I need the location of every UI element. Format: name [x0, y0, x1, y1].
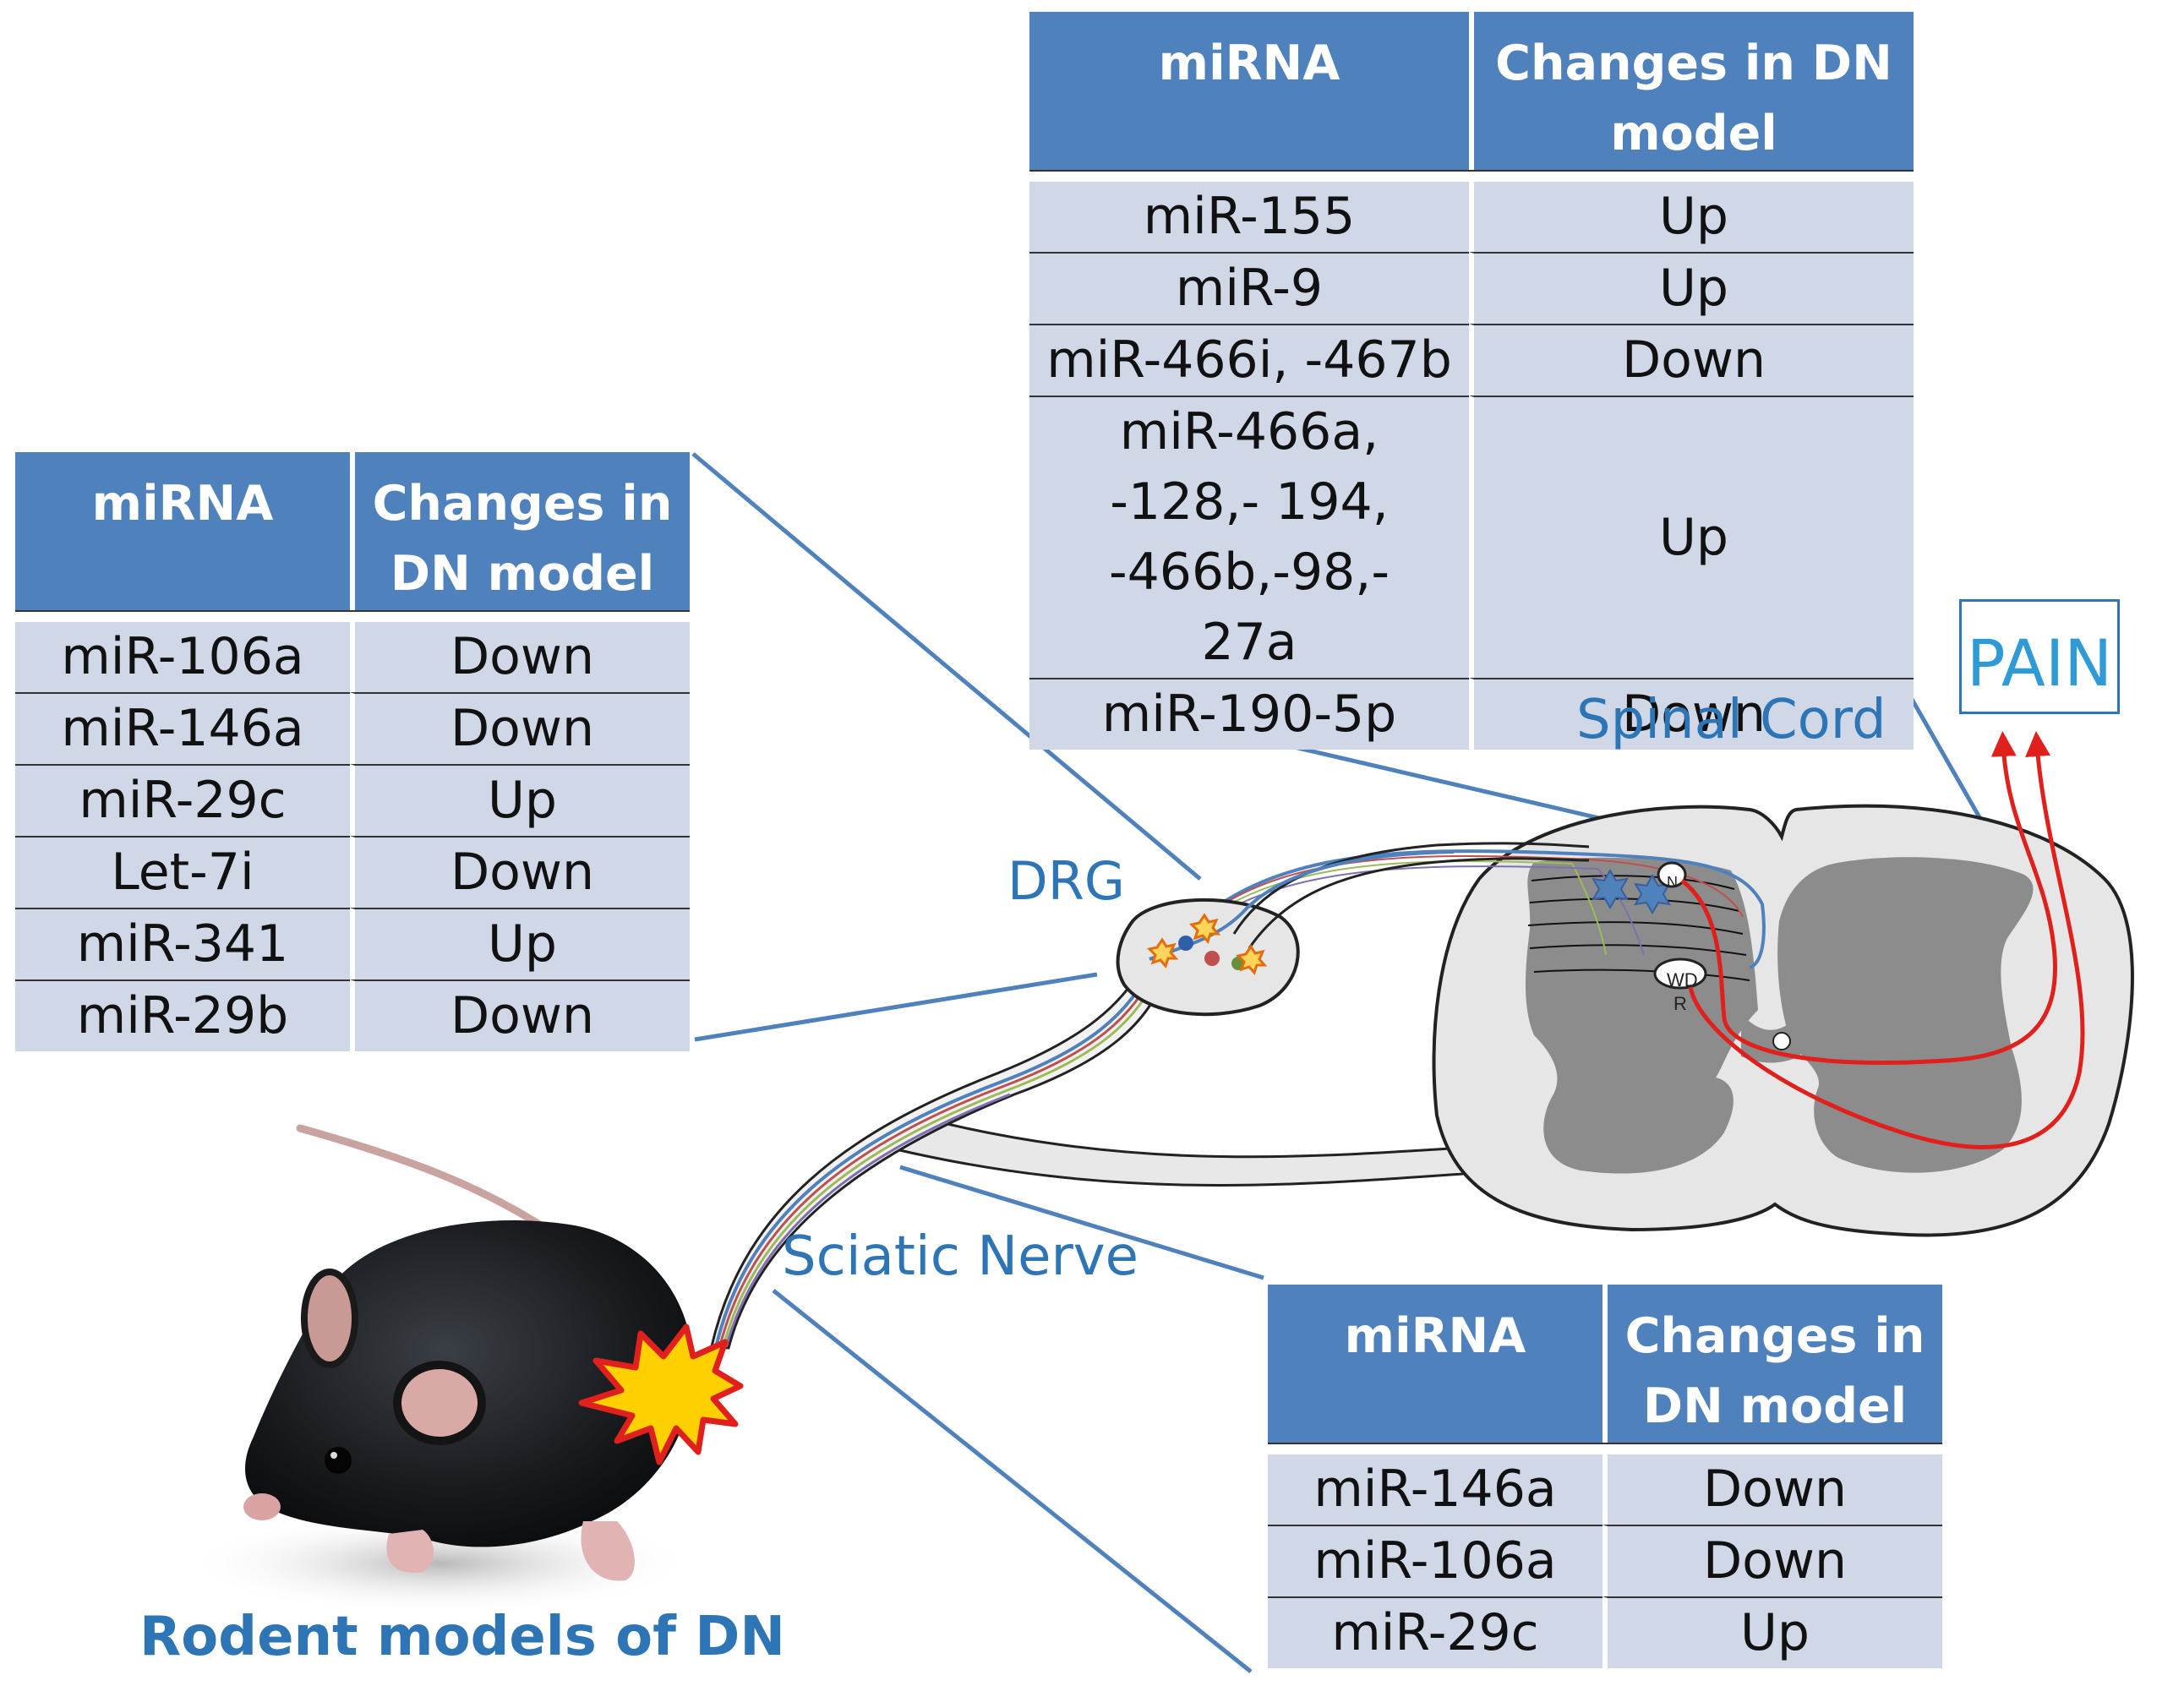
connector-drg-table-bottom [694, 972, 1098, 1042]
table-row: miR-29c Up [15, 764, 690, 836]
table-header-row: miRNA Changes in DN model [1268, 1285, 1942, 1443]
table-row: miR-341 Up [15, 908, 690, 979]
grey-matter-left [1526, 857, 1758, 1174]
mouse-ear-back [301, 1269, 358, 1368]
grey-matter-right [1777, 857, 2034, 1173]
neuron-n [1657, 861, 1687, 888]
change-cell: Down [350, 836, 690, 908]
neuron-n-label: N [1667, 874, 1678, 891]
mouse-tail [296, 1124, 545, 1230]
mirna-cell: miR-106a [15, 622, 350, 692]
table-row: miR-29c Up [1268, 1596, 1942, 1668]
table-row: miR-106a Down [1268, 1525, 1942, 1596]
wdr-label-line1: WD [1667, 969, 1698, 990]
change-cell: Down [1603, 1525, 1942, 1596]
pain-box: PAIN [1959, 599, 2120, 714]
mirna-cell: miR-29b [15, 979, 350, 1051]
change-cell: Down [350, 692, 690, 764]
header-changes: Changes in DN model [1469, 12, 1914, 170]
table-row: miR-106a Down [15, 622, 690, 692]
pain-pathway [1680, 731, 2085, 1149]
injury-burst-icon [578, 1323, 744, 1465]
mirna-cell: miR-190-5p [1029, 678, 1469, 750]
pain-label: PAIN [1966, 625, 2113, 701]
mouse-eye [325, 1447, 352, 1474]
wdr-neuron [1653, 958, 1707, 990]
table-row: miR-9 Up [1029, 252, 1914, 324]
mouse-illustration [186, 1124, 693, 1614]
table-row: Let-7i Down [15, 836, 690, 908]
mirna-cell: miR-466a, -128,- 194, -466b,-98,- 27a [1029, 396, 1469, 678]
drg-ganglion [1116, 842, 1590, 1017]
rodent-models-label: Rodent models of DN [139, 1606, 785, 1668]
connector-sciatic-upper [899, 1165, 1264, 1280]
wdr-label-line2: R [1673, 993, 1687, 1014]
drg-mirna-table: miRNA Changes in DN model miR-106a Down … [15, 452, 690, 1051]
spinal-cord-label: Spinal Cord [1576, 689, 1886, 751]
table-row: miR-466a, -128,- 194, -466b,-98,- 27a Up [1029, 396, 1914, 678]
mouse-front-paw [386, 1530, 434, 1573]
change-cell: Down [1469, 678, 1914, 750]
change-cell: Up [1469, 182, 1914, 252]
header-mirna: miRNA [15, 452, 350, 610]
mirna-cell: miR-155 [1029, 182, 1469, 252]
table-header-row: miRNA Changes in DN model [15, 452, 690, 610]
mouse-hind-paw [581, 1521, 635, 1581]
central-canal [1772, 1032, 1791, 1050]
change-cell: Down [1603, 1454, 1942, 1525]
change-cell: Up [1469, 252, 1914, 324]
table-row: miR-466i, -467b Down [1029, 324, 1914, 396]
mirna-cell: Let-7i [15, 836, 350, 908]
mouse-ear-front [393, 1361, 486, 1445]
connector-sciatic-lower [772, 1289, 1253, 1673]
spinal-cord-section: N WD R [1153, 731, 2134, 1237]
table-row: miR-146a Down [1268, 1454, 1942, 1525]
header-mirna: miRNA [1029, 12, 1469, 170]
mirna-cell: miR-106a [1268, 1525, 1603, 1596]
table-row: miR-190-5p Down [1029, 678, 1914, 750]
change-cell: Down [1469, 324, 1914, 396]
header-mirna: miRNA [1268, 1285, 1603, 1443]
mirna-cell: miR-146a [1268, 1454, 1603, 1525]
mirna-cell: miR-9 [1029, 252, 1469, 324]
drg-label: DRG [1007, 850, 1125, 912]
table-row: miR-146a Down [15, 692, 690, 764]
sciatic-nerve-label: Sciatic Nerve [782, 1225, 1139, 1288]
mirna-cell: miR-29c [1268, 1596, 1603, 1668]
change-cell: Up [350, 764, 690, 836]
change-cell: Down [350, 979, 690, 1051]
connector-drg-table-top [691, 452, 1202, 881]
mirna-cell: miR-29c [15, 764, 350, 836]
mouse-nose [243, 1493, 281, 1520]
table-row: miR-155 Up [1029, 182, 1914, 252]
change-cell: Up [1469, 396, 1914, 678]
sciatic-nerve-mirna-table: miRNA Changes in DN model miR-146a Down … [1268, 1285, 1942, 1668]
grey-matter-bridge [1741, 1014, 1800, 1063]
table-row: miR-29b Down [15, 979, 690, 1051]
change-cell: Up [1603, 1596, 1942, 1668]
change-cell: Down [350, 622, 690, 692]
header-changes: Changes in DN model [1603, 1285, 1942, 1443]
spinal-cord-mirna-table: miRNA Changes in DN model miR-155 Up miR… [1029, 12, 1914, 750]
mirna-cell: miR-466i, -467b [1029, 324, 1469, 396]
mirna-cell: miR-146a [15, 692, 350, 764]
header-changes: Changes in DN model [350, 452, 690, 610]
change-cell: Up [350, 908, 690, 979]
lower-nerve-band [893, 1114, 1515, 1187]
satellite-glia [1147, 913, 1268, 975]
mirna-cell: miR-341 [15, 908, 350, 979]
table-header-row: miRNA Changes in DN model [1029, 12, 1914, 170]
